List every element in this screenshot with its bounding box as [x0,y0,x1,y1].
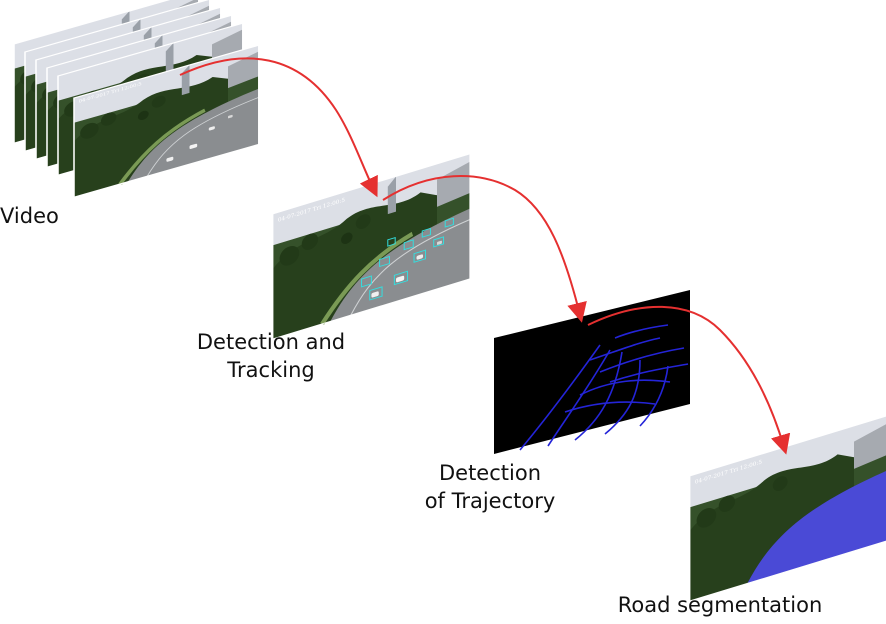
detection-box [393,270,408,286]
label-trajectory-line1: Detection [438,461,542,485]
pipeline-arrows [179,57,791,455]
label-trajectory: Detection of Trajectory [410,459,570,515]
segmentation-frame: 04-07-2017 Tri 12:00:5 [689,415,886,602]
detection-box [369,286,383,301]
detection-boxes [361,217,454,301]
detection-box [403,239,414,251]
label-detection-tracking-line1: Detection and [196,330,346,354]
video-frame-stack: 04-07-2017 Tri 12:00:5 [14,0,259,197]
label-trajectory-line2: of Trajectory [424,489,556,513]
label-road-segmentation: Road segmentation [617,593,823,617]
detection-box [387,236,396,247]
detection-box [421,227,431,238]
arrow-video-to-detection [179,57,378,198]
label-detection-tracking: Detection and Tracking [180,328,362,384]
detection-box [433,236,445,248]
detection-frame: 04-07-2017 Tri 12:00:5 [273,154,470,339]
label-video: Video [0,204,59,228]
detection-box [413,249,427,263]
trajectory-lines [519,324,689,451]
detection-box [379,255,390,268]
arrow-trajectory-to-segmentation [587,305,791,455]
trajectory-frame [494,290,690,454]
detection-box [444,217,454,228]
arrow-detection-to-trajectory [382,175,587,323]
label-detection-tracking-line2: Tracking [227,358,315,382]
detection-box [361,275,372,288]
